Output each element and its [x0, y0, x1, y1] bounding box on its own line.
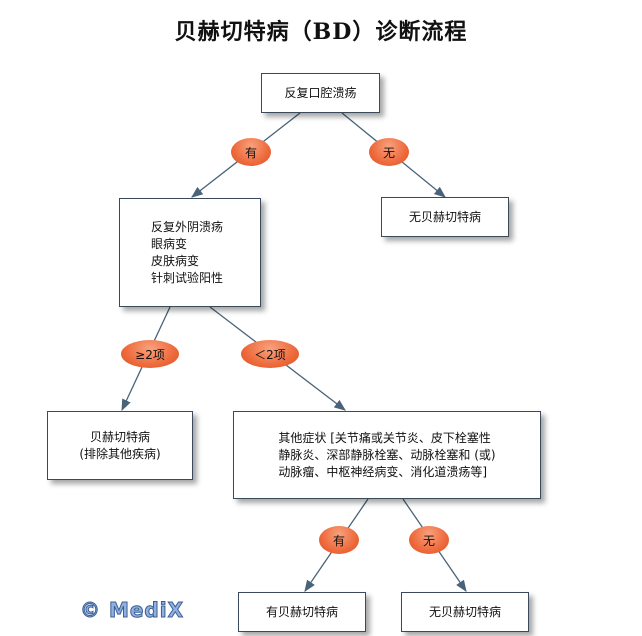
diagram-title: 贝赫切特病（BD）诊断流程 — [174, 19, 468, 45]
node-recurrent-oral-ulcers: 反复口腔溃疡 — [261, 73, 380, 113]
edge-label-text: 有 — [332, 533, 345, 548]
node-bd-confirmed: 贝赫切特病 (排除其他疾病) — [47, 411, 193, 480]
node-label: 无贝赫切特病 — [408, 209, 481, 224]
edge-label-text: 有 — [244, 145, 257, 160]
node-criteria: 反复外阴溃疡 眼病变 皮肤病变 针刺试验阳性 — [119, 198, 261, 307]
criteria-item: 眼病变 — [151, 236, 188, 251]
node-label: 反复口腔溃疡 — [284, 85, 357, 100]
criteria-item: 反复外阴溃疡 — [151, 219, 224, 234]
criteria-item: 皮肤病变 — [151, 253, 200, 268]
edge-label-yes-1: 有 — [231, 138, 271, 166]
edge-label-ge2: ≥2项 — [121, 340, 179, 368]
edge-label-yes-2: 有 — [319, 526, 359, 554]
edge-label-text: 无 — [382, 145, 395, 160]
node-no-bd-top: 无贝赫切特病 — [381, 197, 509, 237]
edge-label-lt2: ＜2项 — [241, 340, 299, 368]
node-label: 贝赫切特病 — [89, 429, 150, 444]
edge-label-no-2: 无 — [409, 526, 449, 554]
node-label: (排除其他疾病) — [79, 446, 161, 461]
node-label: 静脉炎、深部静脉栓塞、动脉栓塞和 (或) — [278, 447, 496, 462]
node-other-symptoms: 其他症状 [关节痛或关节炎、皮下栓塞性 静脉炎、深部静脉栓塞、动脉栓塞和 (或)… — [233, 411, 541, 499]
edge-label-text: ≥2项 — [135, 347, 165, 362]
medix-watermark-logo: © MediX — [79, 598, 185, 623]
edge-label-text: 无 — [422, 533, 435, 548]
edge-label-no-1: 无 — [369, 138, 409, 166]
edge-label-text: ＜2项 — [254, 347, 286, 362]
node-label: 其他症状 [关节痛或关节炎、皮下栓塞性 — [278, 430, 491, 445]
criteria-item: 针刺试验阳性 — [151, 270, 224, 285]
node-label: 无贝赫切特病 — [428, 604, 501, 619]
node-label: 有贝赫切特病 — [265, 604, 338, 619]
node-no-bd-bottom: 无贝赫切特病 — [401, 592, 529, 632]
node-label: 动脉瘤、中枢神经病变、消化道溃疡等] — [278, 464, 488, 479]
node-has-bd: 有贝赫切特病 — [238, 592, 366, 632]
